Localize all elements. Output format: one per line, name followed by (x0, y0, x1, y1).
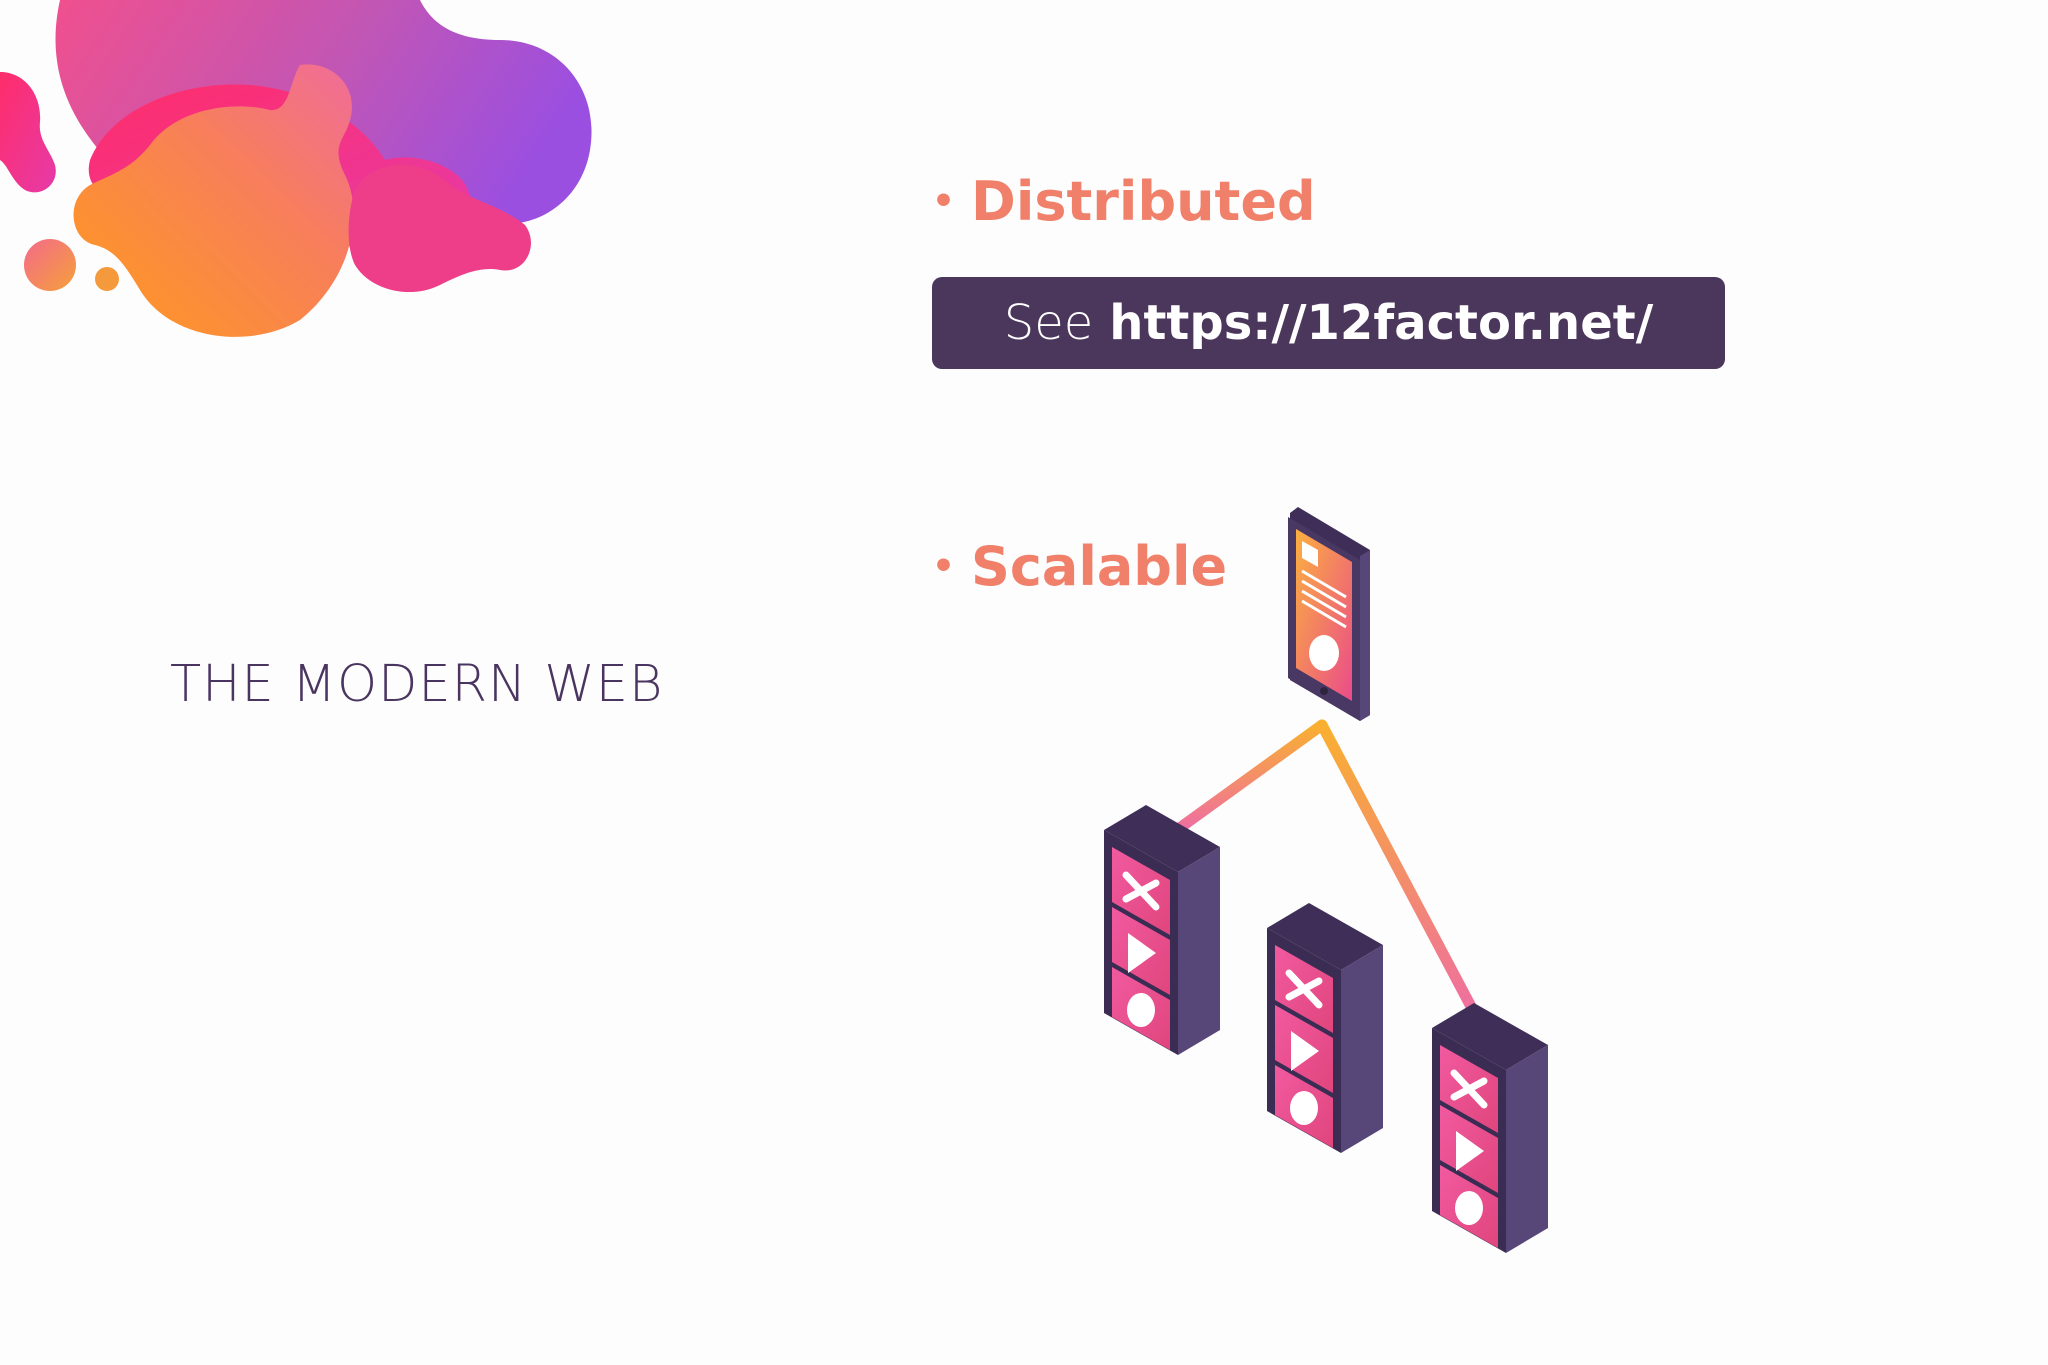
blob-left-edge (0, 72, 56, 193)
tablet-icon (1288, 507, 1370, 721)
decorative-blobs (0, 0, 592, 337)
blob-pink-right (348, 164, 531, 293)
bullet-dot: • (932, 181, 956, 222)
server-circle-icon (1455, 1191, 1483, 1225)
bullet-distributed: • Distributed (932, 170, 1316, 233)
bullet-label: Distributed (971, 170, 1316, 233)
server-3 (1432, 1003, 1548, 1253)
server-x-icon (1122, 871, 1160, 911)
blob-orange (73, 64, 354, 337)
bullet-dot: • (932, 546, 956, 587)
server-circle-icon (1127, 993, 1155, 1027)
server-x-icon (1285, 969, 1323, 1009)
link-callout[interactable]: See https://12factor.net/ (932, 277, 1725, 369)
bullet-scalable: • Scalable (932, 535, 1227, 598)
slide-title: THE MODERN WEB (170, 655, 664, 714)
server-x-icon (1450, 1069, 1488, 1109)
scalable-illustration (1104, 507, 1548, 1253)
server-play-icon (1128, 933, 1156, 973)
blob-dot-small (95, 267, 119, 291)
server-play-icon (1291, 1031, 1319, 1071)
bullet-label: Scalable (971, 535, 1228, 598)
server-circle-icon (1290, 1091, 1318, 1125)
link-prefix: See (1003, 295, 1094, 351)
server-play-icon (1456, 1131, 1484, 1171)
connector-lines (1164, 719, 1491, 1039)
server-2 (1267, 903, 1383, 1153)
server-1 (1104, 805, 1220, 1055)
blob-dot-large (24, 239, 76, 291)
link-url[interactable]: https://12factor.net/ (1109, 295, 1654, 351)
